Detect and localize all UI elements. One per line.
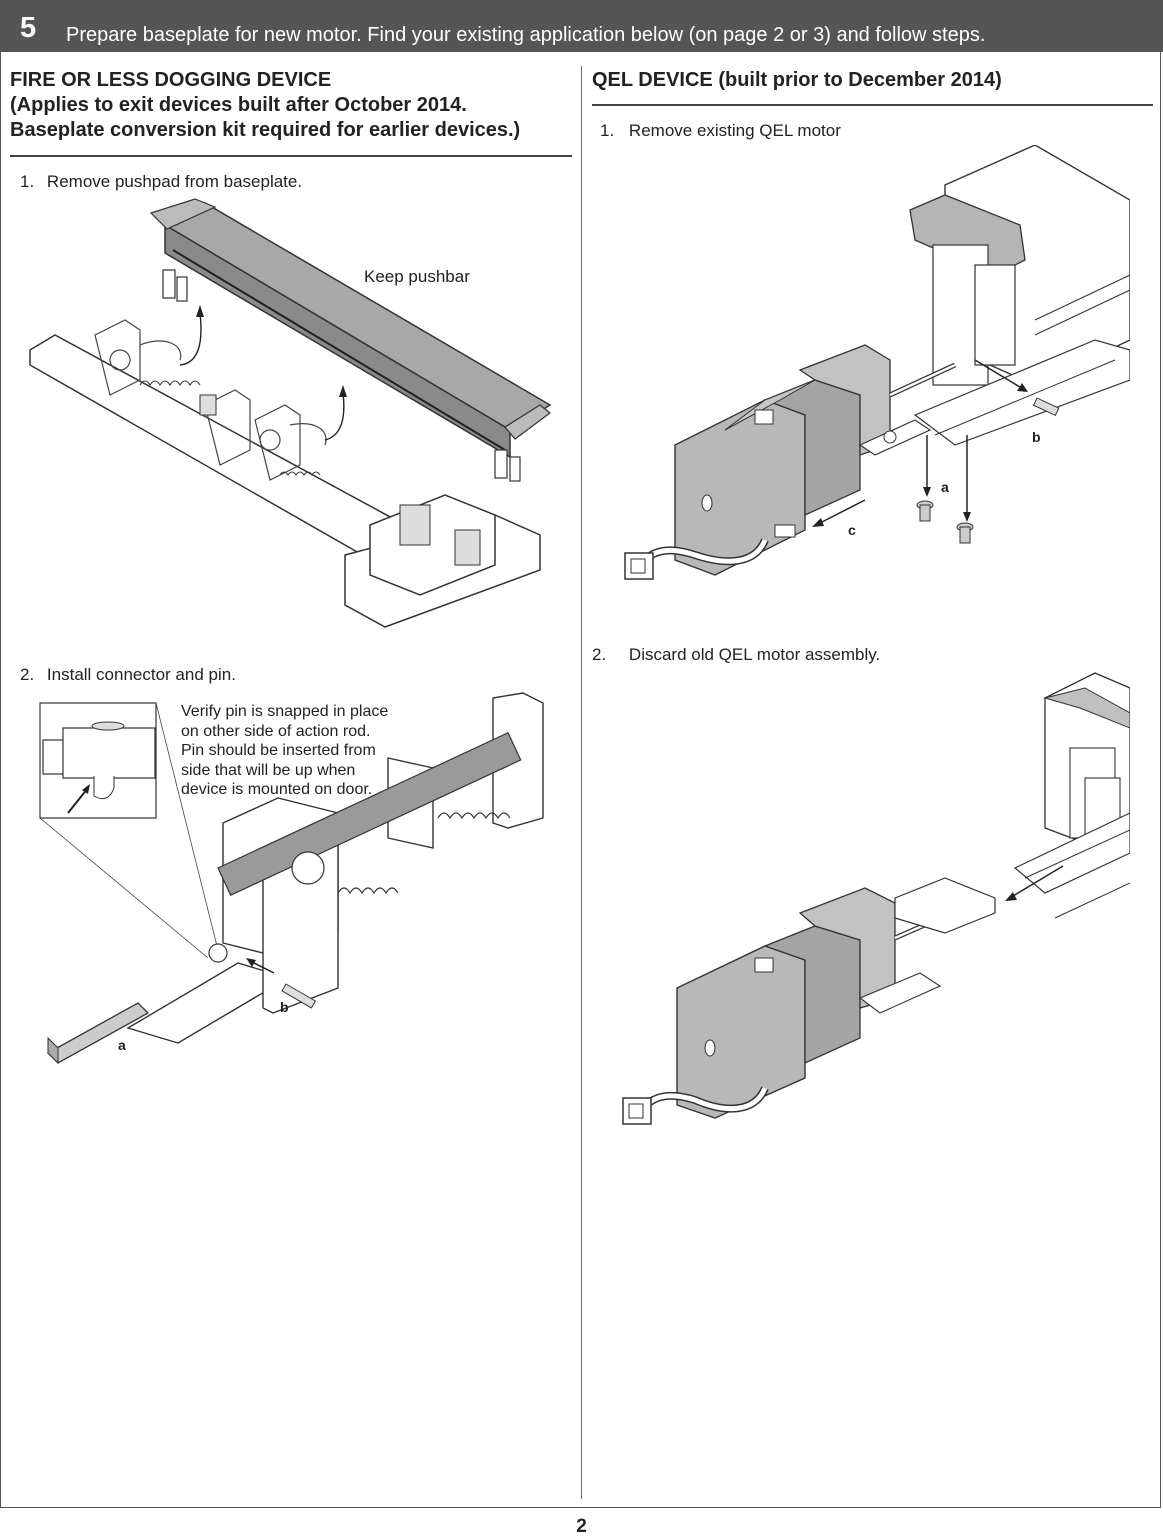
page-number: 2 xyxy=(576,1516,587,1537)
right-step-2-number: 2. xyxy=(592,645,607,664)
left-step-2: 2. Install connector and pin. xyxy=(20,665,236,685)
qel-motor-discard-illustration xyxy=(622,672,1130,1125)
note-line-1: Verify pin is snapped in place xyxy=(181,703,389,720)
left-heading-line2: (Applies to exit devices built after Oct… xyxy=(10,94,467,116)
note-line-4: side that will be up when xyxy=(181,761,356,779)
left-step-2-number: 2. xyxy=(20,665,35,684)
left-heading-line3: Baseplate conversion kit required for ea… xyxy=(10,119,521,141)
qel-motor-removal-illustration: a b c xyxy=(624,145,1130,580)
right-step-1-text: Remove existing QEL motor xyxy=(628,121,841,140)
connector-pin-illustration: a b xyxy=(39,692,544,1065)
right-heading: QEL DEVICE (built prior to December 2014… xyxy=(592,69,1002,91)
left-heading-line1: FIRE OR LESS DOGGING DEVICE xyxy=(10,69,332,91)
qel-label-c: c xyxy=(848,522,856,538)
note-line-3: Pin should be inserted from xyxy=(181,742,376,759)
left-step-2-text: Install connector and pin. xyxy=(46,665,236,684)
qel-label-b: b xyxy=(1032,429,1041,445)
keep-pushbar-label: Keep pushbar xyxy=(364,267,470,286)
step-banner: 5 Prepare baseplate for new motor. Find … xyxy=(0,0,1163,52)
right-step-2: 2. Discard old QEL motor assembly. xyxy=(592,645,880,665)
right-step-1: 1. Remove existing QEL motor xyxy=(600,121,841,141)
step-instruction: Prepare baseplate for new motor. Find yo… xyxy=(66,24,986,46)
note-line-5: device is mounted on door. xyxy=(181,781,373,798)
pin-verification-note: Verify pin is snapped in place on other … xyxy=(181,702,388,800)
qel-label-a: a xyxy=(941,479,949,495)
left-step-1-text: Remove pushpad from baseplate. xyxy=(46,172,303,191)
step-number: 5 xyxy=(20,12,37,44)
right-step-1-number: 1. xyxy=(600,121,615,140)
pushbar-removal-illustration xyxy=(29,198,552,628)
label-b: b xyxy=(280,999,289,1015)
left-step-1-number: 1. xyxy=(20,172,35,191)
column-divider xyxy=(581,66,582,1499)
left-step-1: 1. Remove pushpad from baseplate. xyxy=(20,172,302,192)
left-heading-rule xyxy=(10,155,572,157)
right-step-2-text: Discard old QEL motor assembly. xyxy=(628,645,881,664)
left-heading: FIRE OR LESS DOGGING DEVICE (Applies to … xyxy=(10,68,520,143)
note-line-2: on other side of action rod. xyxy=(181,722,371,740)
right-heading-rule xyxy=(592,104,1153,106)
label-a: a xyxy=(118,1037,126,1053)
